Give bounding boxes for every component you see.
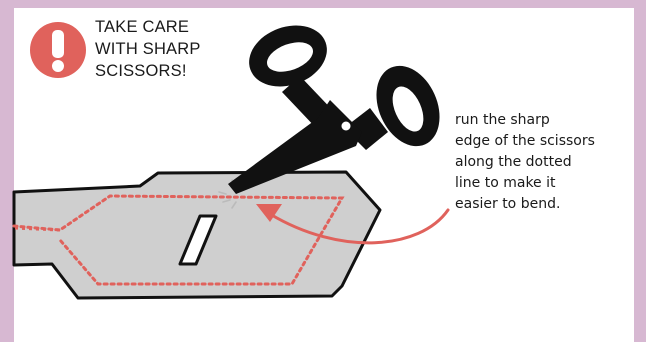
- warning-line: TAKE CARE: [95, 16, 235, 38]
- instruction-text: run the sharp edge of the scissors along…: [455, 110, 635, 215]
- exclamation-icon: [30, 22, 86, 78]
- instruction-line: run the sharp: [455, 110, 635, 131]
- warning-line: SCISSORS!: [95, 60, 235, 82]
- warning-line: WITH SHARP: [95, 38, 235, 60]
- instruction-line: edge of the scissors: [455, 131, 635, 152]
- instruction-line: line to make it: [455, 173, 635, 194]
- warning-text: TAKE CARE WITH SHARP SCISSORS!: [95, 16, 235, 82]
- scissors-icon: [228, 15, 452, 194]
- instruction-line: along the dotted: [455, 152, 635, 173]
- instruction-line: easier to bend.: [455, 194, 635, 215]
